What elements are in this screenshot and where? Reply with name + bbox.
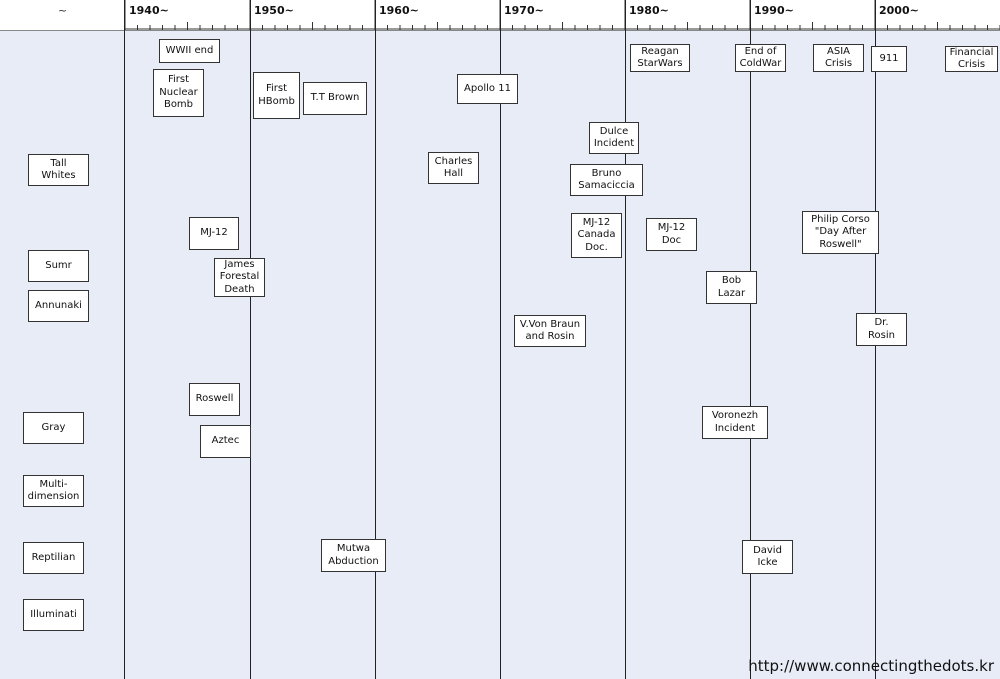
decade-label: 1940~: [129, 4, 169, 17]
timeline-divider: [124, 0, 125, 679]
decade-label: 2000~: [879, 4, 919, 17]
decade-label: 1970~: [504, 4, 544, 17]
decade-line: [625, 0, 626, 679]
event-box-financial-crisis: Financial Crisis: [945, 46, 998, 72]
event-box-philip-corso: Philip Corso "Day After Roswell": [802, 211, 879, 254]
event-box-end-of-coldwar: End of ColdWar: [735, 44, 786, 72]
event-box-tt-brown: T.T Brown: [303, 82, 367, 115]
event-box-mutwa-abduction: Mutwa Abduction: [321, 539, 386, 572]
event-box-first-hbomb: First HBomb: [253, 72, 300, 119]
event-box-first-nuclear-bomb: First Nuclear Bomb: [153, 69, 204, 117]
race-box-sumr: Sumr: [28, 250, 89, 282]
event-box-roswell: Roswell: [189, 383, 240, 416]
footer-url: http://www.connectingthedots.kr: [748, 657, 994, 675]
decade-label: 1990~: [754, 4, 794, 17]
race-box-illuminati: Illuminati: [23, 599, 84, 631]
event-box-wwii-end: WWII end: [159, 39, 220, 63]
race-box-tall-whites: Tall Whites: [28, 154, 89, 186]
event-box-charles-hall: Charles Hall: [428, 152, 479, 184]
race-box-gray: Gray: [23, 412, 84, 444]
event-box-asia-crisis: ASIA Crisis: [813, 44, 864, 72]
event-box-mj12-canada-doc: MJ-12 Canada Doc.: [571, 213, 622, 258]
event-box-bruno-samaciccia: Bruno Samaciccia: [570, 164, 643, 196]
event-box-mj12-1940s: MJ-12: [189, 217, 239, 250]
event-box-bob-lazar: Bob Lazar: [706, 271, 757, 304]
race-box-annunaki: Annunaki: [28, 290, 89, 322]
event-box-911: 911: [871, 46, 907, 72]
event-box-dr-rosin: Dr. Rosin: [856, 313, 907, 346]
race-box-reptilian: Reptilian: [23, 542, 84, 574]
decade-label: 1980~: [629, 4, 669, 17]
event-box-v-von-braun-rosin: V.Von Braun and Rosin: [514, 315, 586, 347]
event-box-james-forestal-death: James Forestal Death: [214, 258, 265, 297]
decade-line: [375, 0, 376, 679]
event-box-dulce-incident: Dulce Incident: [589, 122, 639, 154]
decade-line: [500, 0, 501, 679]
decade-line: [250, 0, 251, 679]
event-box-mj12-doc: MJ-12 Doc: [646, 218, 697, 251]
event-box-reagan-starwars: Reagan StarWars: [630, 44, 690, 72]
decade-label: 1960~: [379, 4, 419, 17]
event-box-voronezh-incident: Voronezh Incident: [702, 406, 768, 439]
event-box-apollo-11: Apollo 11: [457, 74, 518, 104]
race-box-multi-dimension: Multi- dimension: [23, 475, 84, 507]
corner-label: ~: [58, 4, 68, 17]
decade-label: 1950~: [254, 4, 294, 17]
decade-line: [750, 0, 751, 679]
event-box-david-icke: David Icke: [742, 540, 793, 574]
event-box-aztec: Aztec: [200, 425, 251, 458]
